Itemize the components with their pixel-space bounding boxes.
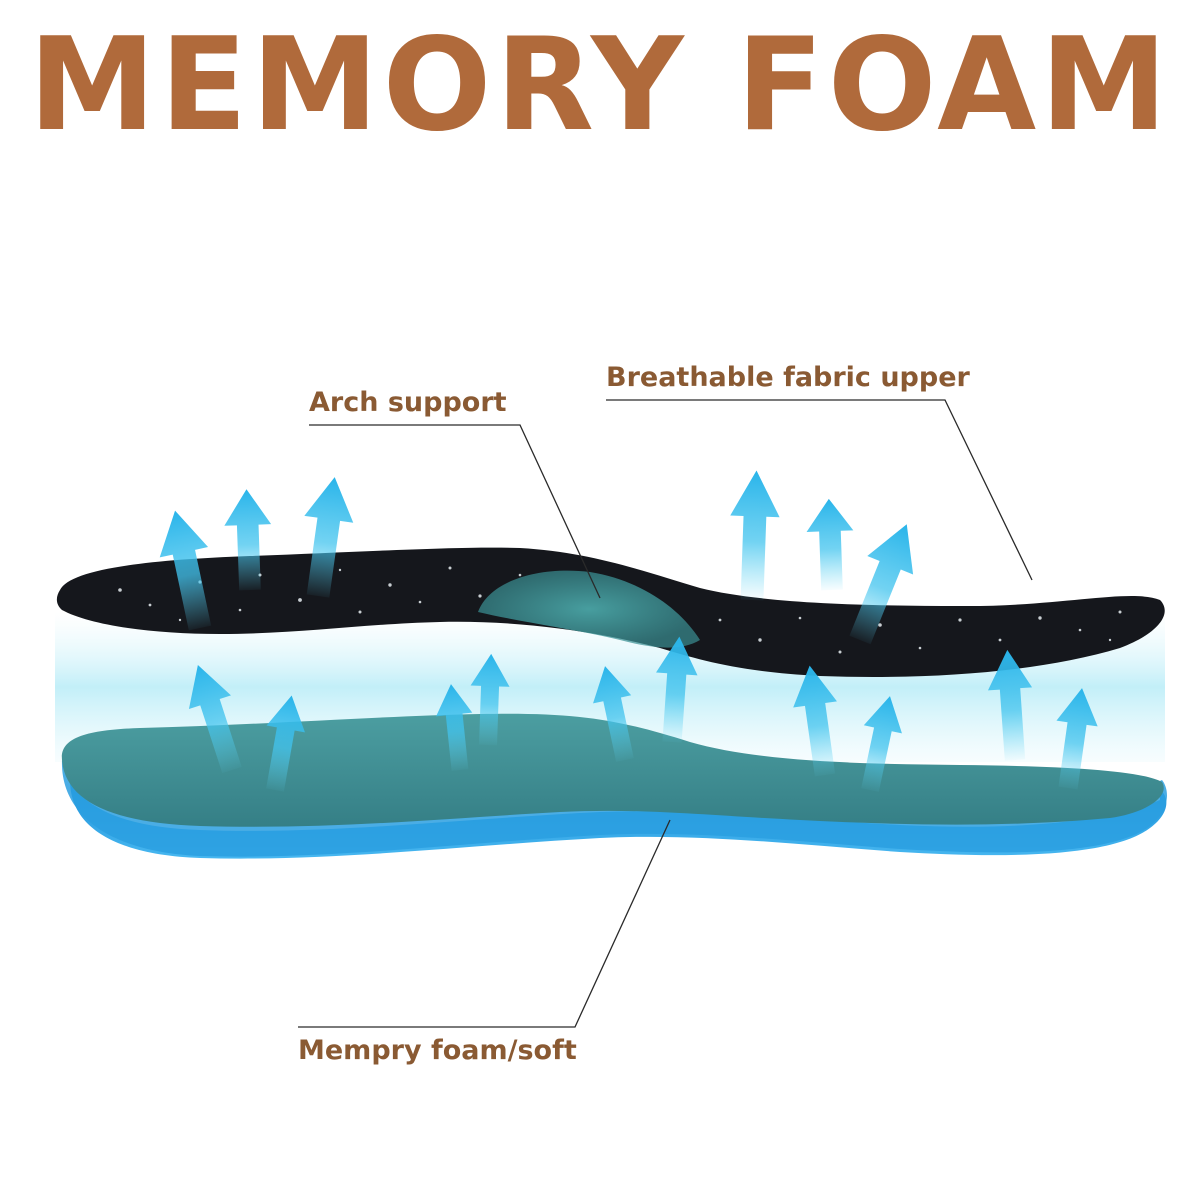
callout-leader-lines: [298, 399, 1033, 1028]
arrow-up-icon: [727, 469, 782, 601]
fabric-upper-leader: [606, 399, 1033, 581]
arch-support-label: Arch support: [309, 387, 507, 418]
memory-foam-label: Mempry foam/soft: [298, 1035, 577, 1066]
foam-leader: [298, 819, 671, 1028]
arch-support-pad: [478, 570, 700, 648]
page-title: MEMORY FOAM: [28, 11, 1172, 160]
arrow-up-icon: [805, 498, 856, 591]
fabric-upper-label: Breathable fabric upper: [606, 362, 970, 393]
foam-top-surface: [61, 713, 1164, 827]
arch-support-leader: [309, 424, 601, 599]
